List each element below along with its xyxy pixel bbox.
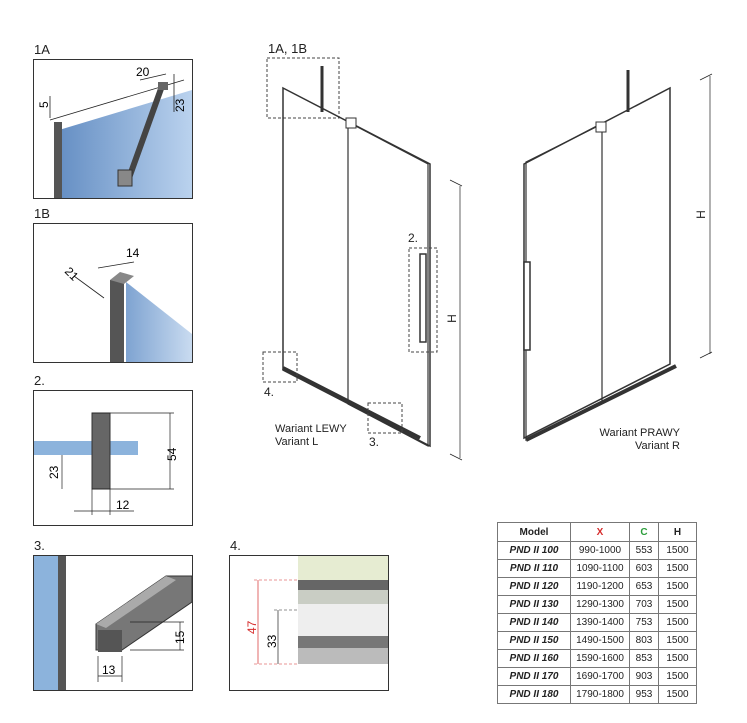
dim-4-33: 33	[265, 634, 279, 648]
detail-2-drawing: 54 23 12	[34, 412, 179, 515]
detail-1b-drawing: 14 21	[62, 246, 192, 362]
left-glass-door	[347, 121, 429, 447]
dim-4-47: 47	[245, 620, 259, 634]
callout-box-3	[367, 402, 403, 434]
dim-1b-21: 21	[62, 264, 82, 284]
dim-1a-23: 23	[173, 98, 187, 112]
label-3: 3.	[34, 538, 45, 553]
callout-box-4	[262, 351, 298, 383]
label-2: 2.	[34, 373, 45, 388]
variant-left-pl: Wariant LEWY	[275, 423, 347, 435]
spec-table-header: Model X C H	[497, 522, 697, 542]
dim-1a-20: 20	[136, 65, 150, 79]
height-label-right: H	[693, 210, 708, 219]
header-x: X	[570, 522, 630, 542]
height-label-left: H	[444, 314, 459, 323]
callout-box-2	[408, 247, 438, 353]
left-glass-fixed	[282, 86, 431, 448]
dim-1b-14: 14	[126, 246, 140, 260]
dim-3-13: 13	[102, 663, 116, 677]
detail-3: 15 13	[33, 555, 193, 691]
header-c: C	[629, 522, 659, 542]
dim-2-54: 54	[165, 447, 179, 461]
callout-label-4: 4.	[264, 385, 275, 399]
header-model: Model	[497, 522, 571, 542]
detail-4: 47 33	[229, 555, 389, 691]
variant-right-caption: Wariant PRAWY Variant R	[590, 427, 680, 453]
right-glass-fixed	[523, 86, 671, 440]
header-h: H	[658, 522, 697, 542]
label-4: 4.	[230, 538, 241, 553]
callout-box-1a1b	[266, 57, 340, 119]
callout-label-3: 3.	[369, 435, 380, 449]
detail-1a: 20 23 5	[33, 59, 193, 199]
detail-1b: 14 21	[33, 223, 193, 363]
detail-2: 54 23 12	[33, 390, 193, 526]
callout-label-1a1b: 1A, 1B	[268, 41, 308, 56]
variant-left-en: Variant L	[275, 436, 319, 448]
variant-right-pl: Wariant PRAWY	[599, 427, 680, 439]
main-drawings	[262, 57, 713, 461]
right-glass-door	[525, 123, 603, 441]
dim-2-23: 23	[47, 465, 61, 479]
dim-2-12: 12	[116, 498, 130, 512]
variant-left-caption: Wariant LEWY Variant L	[275, 423, 347, 449]
label-1a: 1A	[34, 42, 50, 57]
variant-right-en: Variant R	[634, 440, 680, 452]
detail-4-drawing: 47 33	[245, 556, 388, 665]
detail-1a-drawing: 20 23 5	[37, 65, 192, 198]
dim-1a-5: 5	[37, 101, 51, 108]
detail-3-drawing: 15 13	[34, 556, 192, 690]
dim-3-15: 15	[173, 630, 187, 644]
label-1b: 1B	[34, 206, 50, 221]
callout-label-2: 2.	[408, 231, 419, 245]
